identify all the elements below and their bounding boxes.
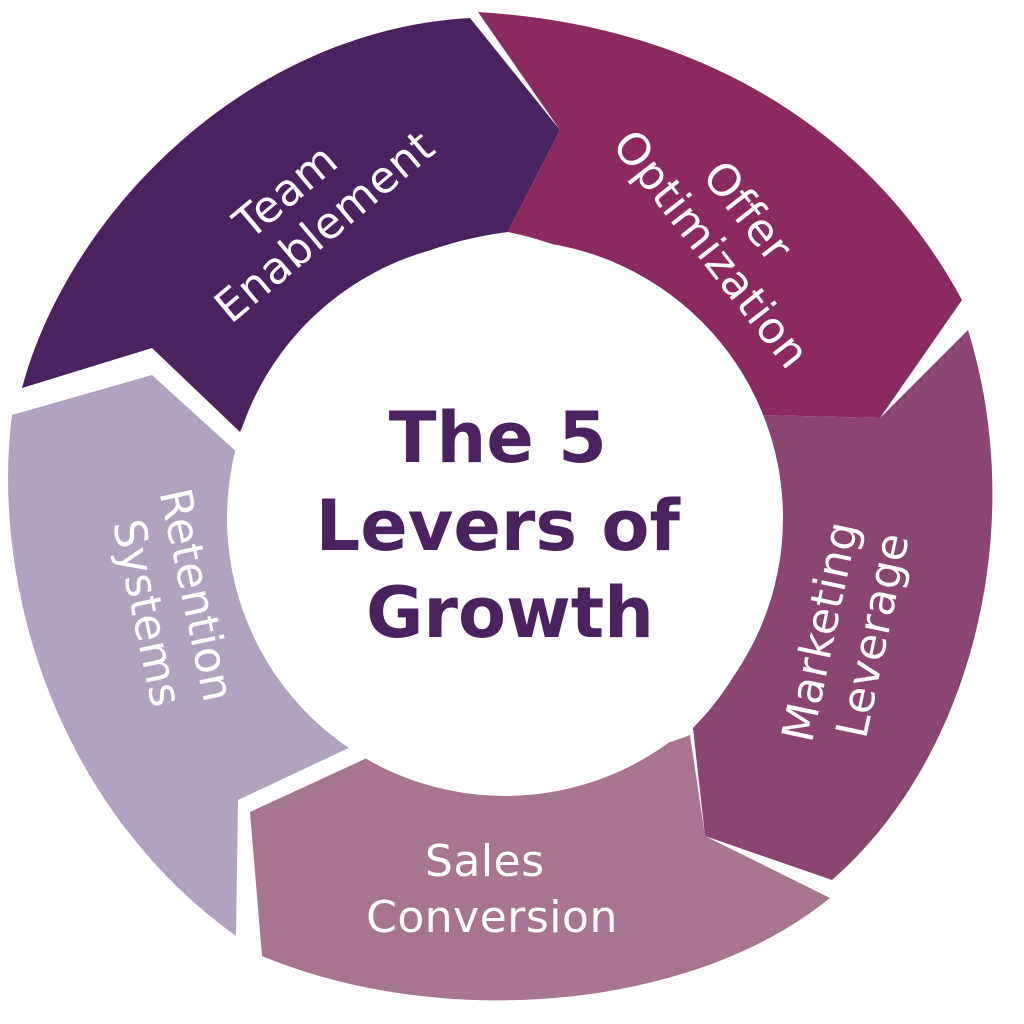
- segment-label-sales-conversion: Sales Conversion: [366, 836, 618, 943]
- center-title-line-1: The 5: [389, 397, 607, 479]
- segment-shape-offer-optimization: [478, 12, 962, 418]
- center-title-line-3: Growth: [366, 572, 654, 654]
- segment-shape-marketing-leverage: [693, 330, 993, 880]
- center-title: The 5 Levers of Growth: [316, 397, 705, 654]
- sales-conversion-line-2: Conversion: [366, 892, 618, 943]
- sales-conversion-line-1: Sales: [425, 836, 545, 887]
- center-hub: [227, 240, 783, 796]
- segment-shape-retention-systems: [8, 375, 355, 936]
- svg-text:Sales Conversion: Sales Conversion: [366, 836, 618, 943]
- segment-shape-sales-conversion: [250, 735, 830, 1001]
- center-title-line-2: Levers of: [316, 485, 682, 567]
- segment-shape-team-enablement: [22, 18, 560, 432]
